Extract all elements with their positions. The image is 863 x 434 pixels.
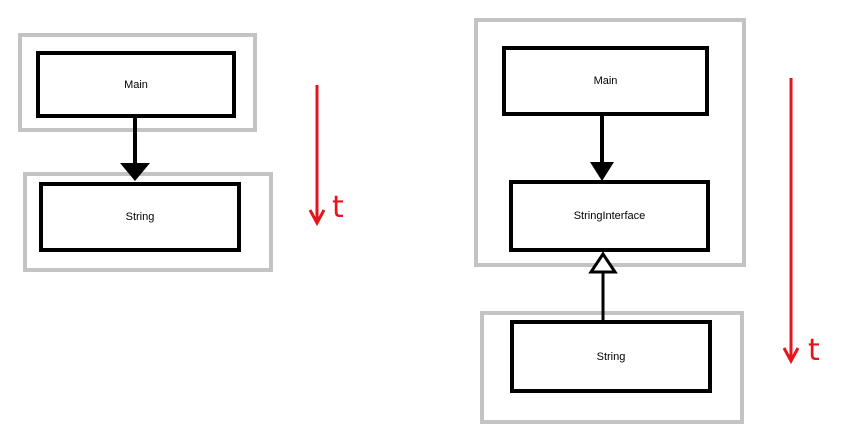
right-group-string [480, 311, 744, 424]
right-time-label: t [808, 333, 820, 368]
right-main-box: Main [502, 46, 709, 116]
left-group-string [23, 172, 273, 272]
right-stringinterface-box: StringInterface [509, 180, 710, 252]
right-dependency-arrow [590, 115, 614, 181]
right-stringinterface-label: StringInterface [573, 210, 646, 222]
right-time-arrow: t [782, 78, 820, 368]
left-string-box: String [39, 182, 241, 252]
left-group-main [18, 33, 257, 132]
left-main-box: Main [36, 51, 236, 118]
right-string-label: String [596, 350, 626, 363]
left-main-label: Main [124, 78, 148, 91]
left-time-arrow: t [308, 85, 344, 227]
left-string-label: String [125, 211, 155, 223]
right-inheritance-arrow [588, 251, 618, 321]
right-main-label: Main [593, 75, 618, 87]
right-string-box: String [510, 320, 712, 393]
left-time-label: t [332, 190, 344, 225]
left-dependency-arrow [120, 117, 150, 181]
